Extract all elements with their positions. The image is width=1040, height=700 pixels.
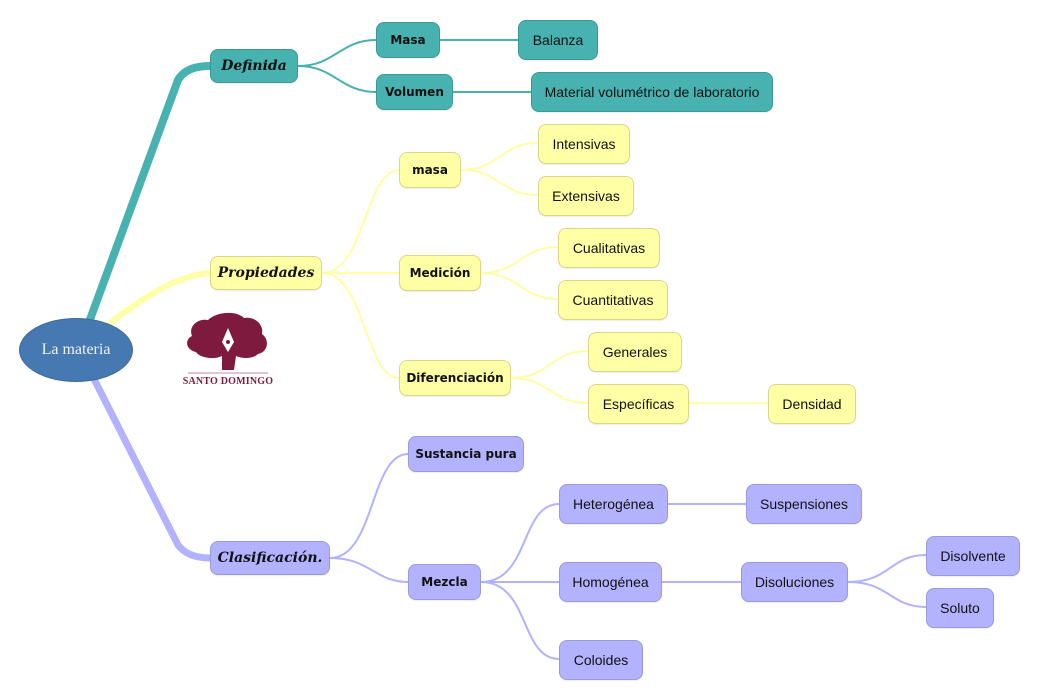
node-propiedades[interactable]: Propiedades (210, 256, 322, 290)
node-generales[interactable]: Generales (588, 332, 682, 372)
node-label: Extensivas (552, 188, 620, 204)
node-label: Cuantitativas (572, 292, 654, 308)
node-densidad[interactable]: Densidad (768, 384, 856, 424)
node-label: Específicas (602, 396, 675, 412)
node-disolvente[interactable]: Disolvente (926, 536, 1020, 576)
node-label: masa (412, 163, 448, 177)
logo-text: SANTO DOMINGO (182, 376, 274, 387)
node-label: Masa (390, 33, 426, 47)
node-label: Disolvente (940, 548, 1006, 564)
node-label: Medición (409, 266, 471, 280)
node-label: Material volumétrico de laboratorio (544, 84, 760, 100)
node-label: Intensivas (552, 136, 616, 152)
node-masa-definida[interactable]: Masa (376, 22, 440, 58)
node-label: Balanza (532, 32, 584, 48)
node-label: Diferenciación (406, 371, 504, 385)
node-disoluciones[interactable]: Disoluciones (741, 562, 848, 602)
node-label: Definida (221, 58, 287, 74)
root-node[interactable]: La materia (19, 318, 133, 382)
node-cualitativas[interactable]: Cualitativas (558, 228, 660, 268)
node-suspensiones[interactable]: Suspensiones (746, 484, 862, 524)
node-cuantitativas[interactable]: Cuantitativas (558, 280, 668, 320)
node-especificas[interactable]: Específicas (588, 384, 689, 424)
node-mezcla[interactable]: Mezcla (408, 564, 481, 600)
node-soluto[interactable]: Soluto (926, 588, 994, 628)
node-medicion[interactable]: Medición (399, 255, 481, 291)
node-volumen[interactable]: Volumen (376, 74, 453, 110)
node-definida[interactable]: Definida (210, 49, 298, 83)
node-label: Soluto (940, 600, 980, 616)
node-homogenea[interactable]: Homogénea (559, 562, 662, 602)
node-balanza[interactable]: Balanza (518, 20, 598, 60)
node-heterogenea[interactable]: Heterogénea (559, 484, 668, 524)
node-intensivas[interactable]: Intensivas (538, 124, 630, 164)
node-label: Clasificación. (217, 550, 323, 566)
node-label: Volumen (385, 85, 444, 99)
node-label: Disoluciones (754, 574, 835, 590)
node-coloides[interactable]: Coloides (559, 640, 643, 680)
node-label: Cualitativas (572, 240, 646, 256)
node-diferenciacion[interactable]: Diferenciación (399, 360, 511, 396)
node-label: Propiedades (217, 265, 315, 281)
node-clasificacion[interactable]: Clasificación. (210, 541, 330, 575)
node-masa-propiedades[interactable]: masa (399, 152, 461, 188)
node-extensivas[interactable]: Extensivas (538, 176, 634, 216)
node-label: Homogénea (572, 574, 649, 590)
logo: SANTO DOMINGO (178, 310, 278, 394)
branch-line-clasificacion (88, 371, 214, 562)
node-label: Mezcla (421, 575, 468, 589)
tree-pen-logo-icon (187, 312, 268, 374)
node-material-volumetrico[interactable]: Material volumétrico de laboratorio (531, 72, 773, 112)
branch-line-propiedades (105, 270, 213, 328)
node-sustancia-pura[interactable]: Sustancia pura (408, 436, 524, 472)
node-label: Densidad (782, 396, 842, 412)
node-label: Coloides (573, 652, 629, 668)
root-label: La materia (41, 341, 111, 358)
node-label: Generales (602, 344, 668, 360)
node-label: Sustancia pura (415, 447, 517, 461)
node-label: Heterogénea (573, 496, 654, 512)
node-label: Suspensiones (760, 496, 848, 512)
branch-line-definida (84, 62, 214, 329)
